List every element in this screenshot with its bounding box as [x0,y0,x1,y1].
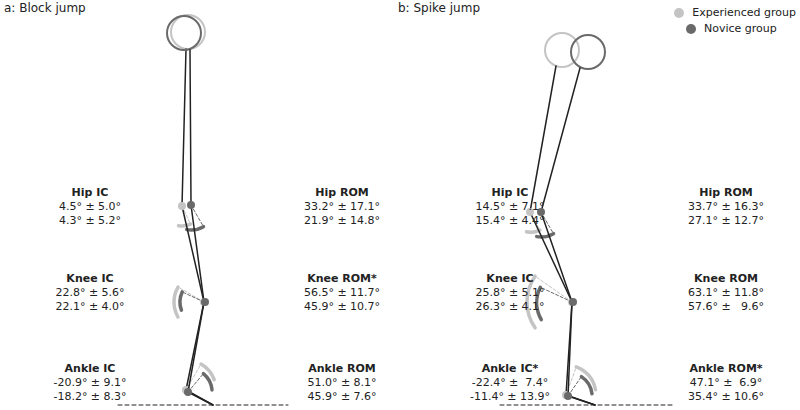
joint-heading: Knee IC [66,272,113,285]
angle-value: 47.1° ± 6.9° [690,376,763,389]
angle-value: 33.7° ± 16.3° [688,200,764,213]
angle-value: 22.8° ± 5.6° [55,286,124,299]
angle-value: 14.5° ± 7.1° [475,200,544,213]
angle-value: -18.2° ± 8.3° [53,390,126,403]
angle-value: 15.4° ± 4.4° [475,214,544,227]
angle-value: -20.9° ± 9.1° [53,376,126,389]
legend-text: Novice group [704,22,777,35]
angle-value: 27.1° ± 12.7° [688,214,764,227]
angle-value: -11.4° ± 13.9° [470,390,550,403]
ground-line [500,405,672,406]
legend-entry: Experienced group [674,6,796,19]
angle-value: 63.1° ± 11.8° [688,286,764,299]
joint-heading: Ankle ROM [308,362,376,375]
panel-title: a: Block jump [4,2,86,15]
angle-value: 51.0° ± 8.1° [307,376,376,389]
angle-value: 22.1° ± 4.0° [55,300,124,313]
panel-title: b: Spike jump [398,2,480,15]
joint-heading: Ankle IC [65,362,116,375]
novice-figure [167,16,213,405]
angle-value: 33.2° ± 17.1° [304,200,380,213]
angle-value: 45.9° ± 7.6° [307,390,376,403]
angle-value: 35.4° ± 10.6° [688,390,764,403]
angle-value: 56.5° ± 11.7° [304,286,380,299]
experienced-figure [171,15,213,405]
legend-text: Experienced group [692,6,796,19]
ground-line [118,405,288,406]
legend-entry: Novice group [686,22,777,35]
angle-value: -22.4° ± 7.4° [472,376,549,389]
joint-heading: Knee ROM [694,272,758,285]
joint-heading: Hip IC [72,186,109,199]
novice-figure [537,35,605,405]
joint-heading: Knee ROM* [307,272,377,285]
legend-swatch [686,24,696,34]
joint-heading: Ankle ROM* [689,362,762,375]
legend-swatch [674,8,684,18]
joint-heading: Knee IC [486,272,533,285]
angle-value: 4.5° ± 5.0° [59,200,121,213]
angle-value: 21.9° ± 14.8° [304,214,380,227]
angle-value: 57.6° ± 9.6° [688,300,764,313]
angle-value: 26.3° ± 4.1° [475,300,544,313]
joint-heading: Hip IC [492,186,529,199]
angle-value: 45.9° ± 10.7° [304,300,380,313]
joint-heading: Hip ROM [315,186,368,199]
angle-value: 25.8° ± 5.1° [475,286,544,299]
joint-heading: Hip ROM [699,186,752,199]
angle-value: 4.3° ± 5.2° [59,214,121,227]
joint-heading: Ankle IC* [482,362,539,375]
